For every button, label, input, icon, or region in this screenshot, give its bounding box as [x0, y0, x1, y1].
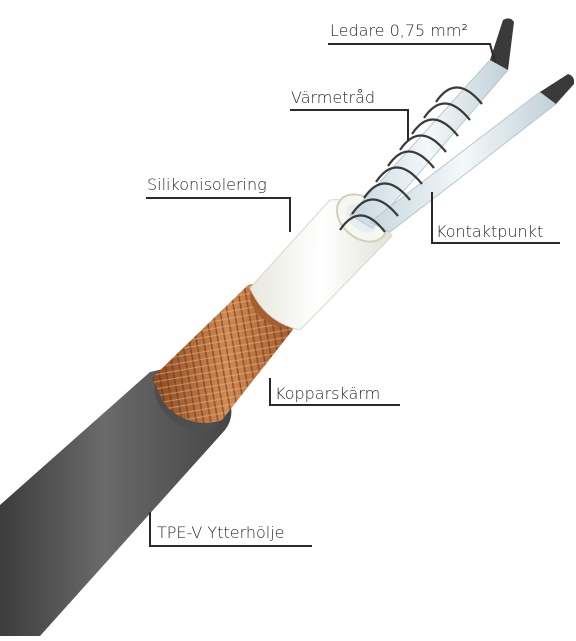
leader-conductor: [328, 44, 495, 62]
label-copper-screen: Kopparskärm: [275, 384, 380, 404]
label-conductor: Ledare 0,75 mm²: [330, 21, 468, 41]
leader-lines: [146, 44, 560, 546]
label-contact-point: Kontaktpunkt: [436, 222, 543, 242]
label-outer-jacket: TPE-V Ytterhölje: [157, 523, 285, 543]
leader-silicone: [146, 198, 290, 232]
conductors: [350, 18, 574, 232]
label-heating-wire: Värmetråd: [291, 88, 375, 108]
leader-heating-wire: [290, 110, 408, 140]
label-silicone-insulation: Silikonisolering: [147, 175, 267, 195]
